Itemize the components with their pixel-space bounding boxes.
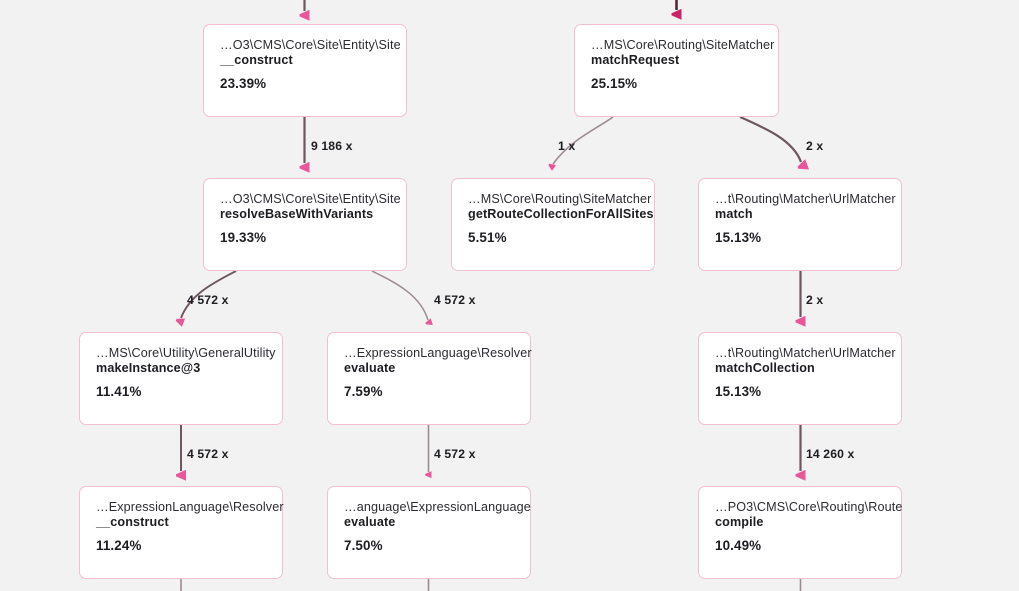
node-method-name: __construct [96, 515, 169, 529]
edge-label-site-construct-to-resolvebase: 9 186 x [311, 139, 353, 153]
graph-node-urlmatcher-match[interactable]: …t\Routing\Matcher\UrlMatcher match 15.1… [698, 178, 902, 271]
graph-node-site-construct[interactable]: …O3\CMS\Core\Site\Entity\Site __construc… [203, 24, 407, 117]
node-method-name: resolveBaseWithVariants [220, 207, 374, 221]
graph-node-site-resolvebasewithvariants[interactable]: …O3\CMS\Core\Site\Entity\Site resolveBas… [203, 178, 407, 271]
node-percent: 7.50% [344, 538, 383, 553]
node-class-name: …PO3\CMS\Core\Routing\Route [715, 500, 903, 514]
edge-label-resolvebase-to-resolver-evaluate: 4 572 x [434, 293, 476, 307]
node-method-name: getRouteCollectionForAllSites [468, 207, 654, 221]
node-percent: 23.39% [220, 76, 267, 91]
node-method-name: evaluate [344, 515, 396, 529]
graph-node-generalutility-makeinstance[interactable]: …MS\Core\Utility\GeneralUtility makeInst… [79, 332, 283, 425]
node-class-name: …t\Routing\Matcher\UrlMatcher [715, 192, 896, 206]
node-percent: 11.41% [96, 384, 142, 399]
edge-label-resolver-evaluate-to-expressionlanguage-evaluate: 4 572 x [434, 447, 476, 461]
node-class-name: …O3\CMS\Core\Site\Entity\Site [220, 38, 401, 52]
node-percent: 10.49% [715, 538, 762, 553]
node-method-name: __construct [220, 53, 293, 67]
node-percent: 5.51% [468, 230, 507, 245]
node-class-name: …MS\Core\Utility\GeneralUtility [96, 346, 276, 360]
node-class-name: …MS\Core\Routing\SiteMatcher [468, 192, 652, 206]
node-class-name: …t\Routing\Matcher\UrlMatcher [715, 346, 896, 360]
graph-node-sitematcher-matchrequest[interactable]: …MS\Core\Routing\SiteMatcher matchReques… [574, 24, 779, 117]
node-method-name: match [715, 207, 753, 221]
edge-label-resolvebase-to-makeinstance: 4 572 x [187, 293, 229, 307]
graph-node-route-compile[interactable]: …PO3\CMS\Core\Routing\Route compile 10.4… [698, 486, 902, 579]
node-method-name: matchCollection [715, 361, 815, 375]
node-class-name: …anguage\ExpressionLanguage [344, 500, 531, 514]
node-percent: 7.59% [344, 384, 383, 399]
node-class-name: …O3\CMS\Core\Site\Entity\Site [220, 192, 401, 206]
node-percent: 15.13% [715, 230, 762, 245]
graph-node-sitematcher-getroutecollectionforallsites[interactable]: …MS\Core\Routing\SiteMatcher getRouteCol… [451, 178, 655, 271]
graph-node-resolver-construct[interactable]: …ExpressionLanguage\Resolver __construct… [79, 486, 284, 579]
node-method-name: makeInstance@3 [96, 361, 201, 375]
edge-label-matchrequest-to-getroutecollection: 1 x [558, 139, 576, 153]
node-percent: 15.13% [715, 384, 762, 399]
edge-label-matchrequest-to-urlmatcher-match: 2 x [806, 139, 824, 153]
node-method-name: matchRequest [591, 53, 680, 67]
graph-node-expressionlanguage-evaluate[interactable]: …anguage\ExpressionLanguage evaluate 7.5… [327, 486, 531, 579]
graph-node-urlmatcher-matchcollection[interactable]: …t\Routing\Matcher\UrlMatcher matchColle… [698, 332, 902, 425]
edge-label-matchcollection-to-route-compile: 14 260 x [806, 447, 855, 461]
node-class-name: …ExpressionLanguage\Resolver [344, 346, 532, 360]
node-percent: 11.24% [96, 538, 142, 553]
node-class-name: …ExpressionLanguage\Resolver [96, 500, 284, 514]
node-method-name: compile [715, 515, 764, 529]
node-percent: 19.33% [220, 230, 267, 245]
node-percent: 25.15% [591, 76, 638, 91]
node-method-name: evaluate [344, 361, 396, 375]
edge-label-urlmatcher-match-to-matchcollection: 2 x [806, 293, 824, 307]
edge-label-makeinstance-to-resolver-construct: 4 572 x [187, 447, 229, 461]
node-class-name: …MS\Core\Routing\SiteMatcher [591, 38, 775, 52]
graph-node-resolver-evaluate[interactable]: …ExpressionLanguage\Resolver evaluate 7.… [327, 332, 532, 425]
